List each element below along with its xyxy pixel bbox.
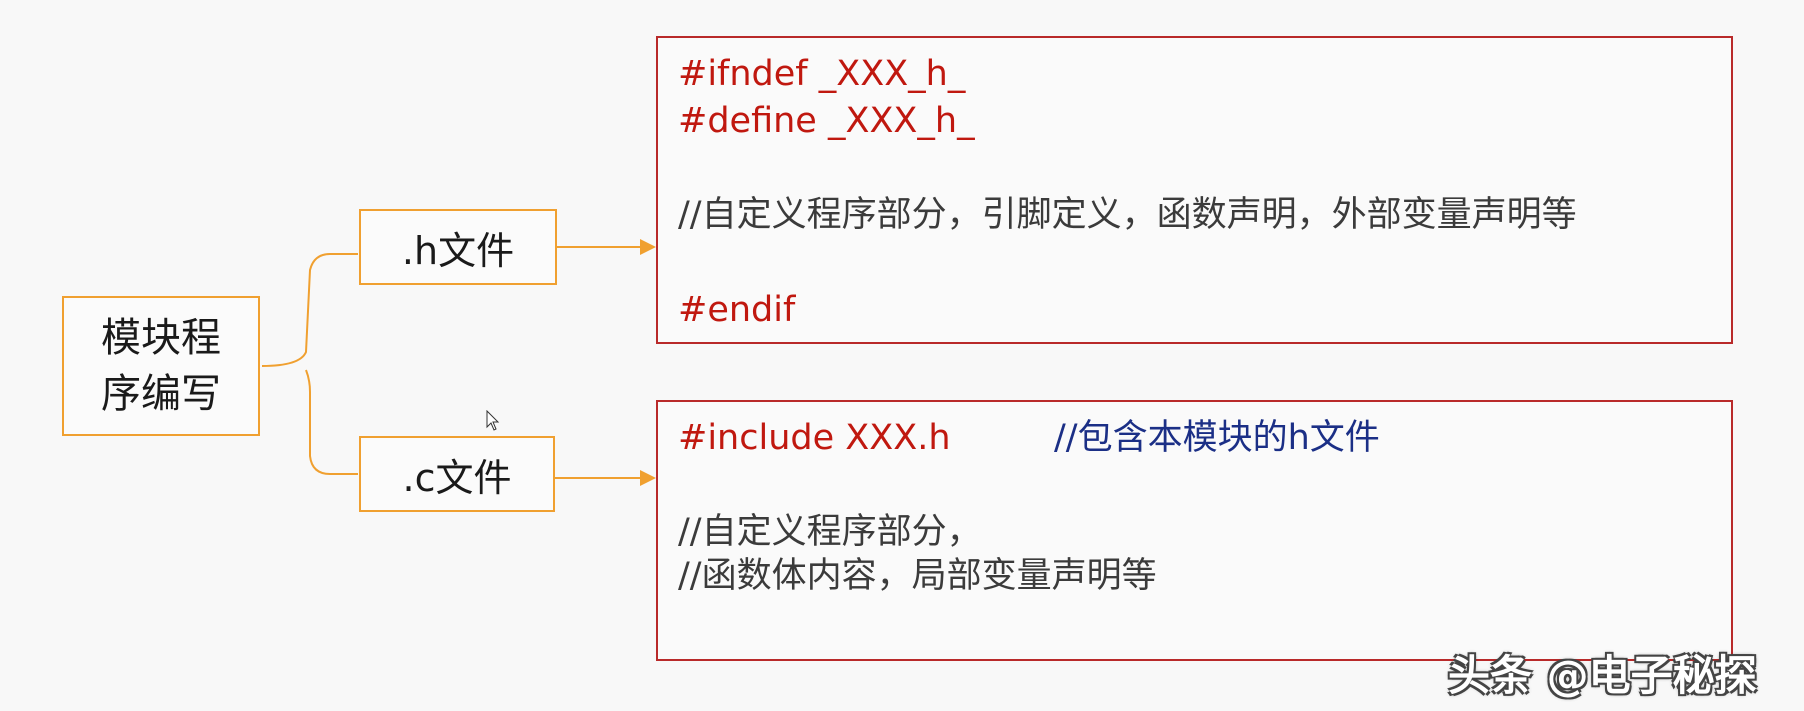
endif-line: #endif xyxy=(678,290,796,330)
include-line: #include XXX.h xyxy=(678,418,951,458)
ifndef-line: #ifndef _XXX_h_ xyxy=(678,54,966,94)
h-file-node: .h文件 xyxy=(359,209,557,285)
c-file-label: .c文件 xyxy=(402,455,512,500)
root-label-line1: 模块程 xyxy=(101,315,221,361)
h-file-code-box: #ifndef _XXX_h_ #define _XXX_h_ //自定义程序部… xyxy=(656,36,1733,344)
root-node: 模块程 序编写 xyxy=(62,296,260,436)
h-file-label: .h文件 xyxy=(401,228,515,273)
include-comment: //包含本模块的h文件 xyxy=(1054,418,1380,458)
c-file-code-box: #include XXX.h //包含本模块的h文件 //自定义程序部分， //… xyxy=(656,400,1733,661)
c-comment-line2: //函数体内容，局部变量声明等 xyxy=(678,556,1157,596)
h-comment-line: //自定义程序部分，引脚定义，函数声明，外部变量声明等 xyxy=(678,195,1577,235)
mouse-cursor-icon xyxy=(486,409,500,436)
root-bracket xyxy=(261,253,358,367)
h-arrow-head xyxy=(640,239,656,255)
define-line: #define _XXX_h_ xyxy=(678,101,975,141)
watermark: 头条 @电子秘探 xyxy=(1448,651,1757,700)
c-arrow-head xyxy=(640,470,656,486)
c-comment-line1: //自定义程序部分， xyxy=(678,512,982,552)
c-file-node: .c文件 xyxy=(359,436,555,512)
root-label-line2: 序编写 xyxy=(101,371,221,417)
root-bracket-lower xyxy=(305,369,358,475)
